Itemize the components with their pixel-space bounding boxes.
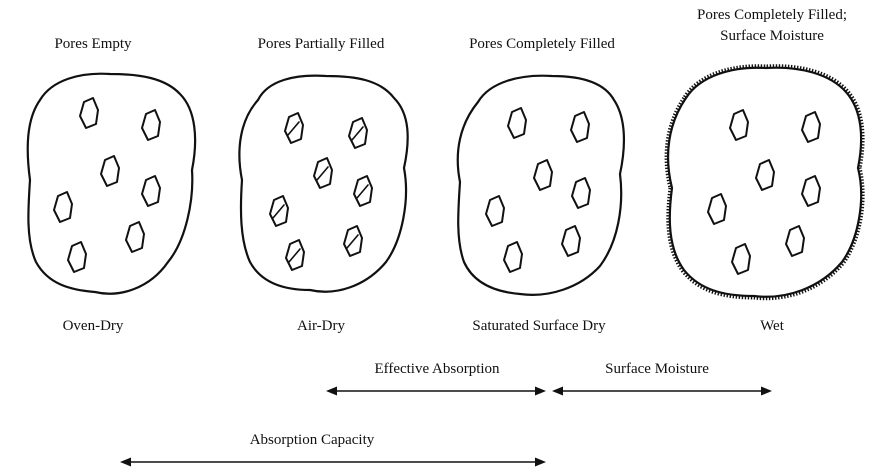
particle-oven-dry bbox=[28, 74, 195, 294]
range-effective-absorption: Effective Absorption bbox=[326, 361, 546, 396]
range-label: Absorption Capacity bbox=[250, 432, 375, 448]
state-4-top-label-line2: Surface Moisture bbox=[720, 28, 824, 44]
particle-wet bbox=[668, 68, 861, 297]
arrowhead-left bbox=[552, 387, 563, 396]
arrowhead-left bbox=[326, 387, 337, 396]
state-1-bottom-label: Oven-Dry bbox=[63, 318, 124, 334]
range-label: Effective Absorption bbox=[374, 361, 500, 377]
state-2-top-label: Pores Partially Filled bbox=[258, 36, 385, 52]
state-4-top-label-line1: Pores Completely Filled; bbox=[697, 7, 847, 23]
range-absorption-capacity: Absorption Capacity bbox=[120, 432, 546, 467]
particle-saturated-surface-dry bbox=[458, 76, 624, 295]
arrowhead-right bbox=[535, 458, 546, 467]
particle-air-dry bbox=[239, 76, 407, 292]
range-surface-moisture: Surface Moisture bbox=[552, 361, 772, 396]
state-2-bottom-label: Air-Dry bbox=[297, 318, 346, 334]
arrowhead-left bbox=[120, 458, 131, 467]
arrowhead-right bbox=[761, 387, 772, 396]
state-1-top-label: Pores Empty bbox=[54, 36, 132, 52]
arrowhead-right bbox=[535, 387, 546, 396]
state-3-top-label: Pores Completely Filled bbox=[469, 36, 615, 52]
range-label: Surface Moisture bbox=[605, 361, 709, 377]
state-4-bottom-label: Wet bbox=[760, 318, 785, 334]
state-3-bottom-label: Saturated Surface Dry bbox=[472, 318, 606, 334]
